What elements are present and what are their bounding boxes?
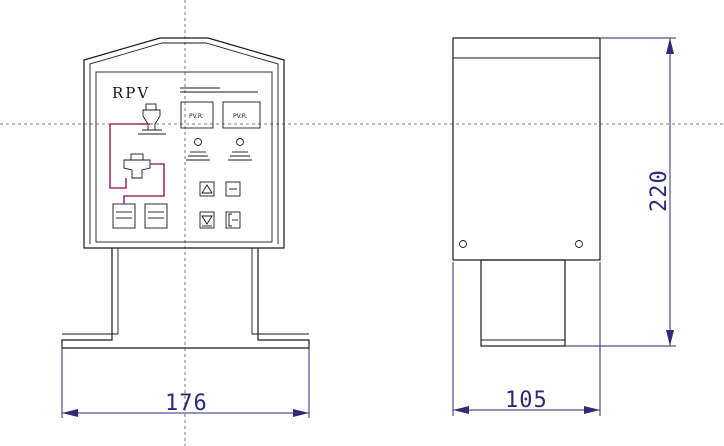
hopper-icon (142, 109, 161, 131)
control-panel (95, 71, 273, 243)
dimension-side-width-text: 105 (505, 388, 548, 413)
panel-label: RPV (112, 84, 150, 102)
tank-icon-1 (112, 203, 136, 229)
side-view (452, 37, 601, 347)
display-2 (222, 101, 261, 129)
process-schematic (109, 103, 168, 229)
stand-base (61, 248, 310, 349)
dimension-side-height: 220 (565, 37, 676, 347)
dimension-front-width-text: 176 (165, 391, 208, 416)
side-housing (452, 37, 601, 261)
housing-outline (83, 37, 285, 249)
dimension-side-width: 105 (452, 262, 601, 416)
indicator-light-2 (236, 138, 244, 146)
display-1 (180, 101, 214, 129)
dimension-side-height-text: 220 (647, 169, 672, 212)
front-view: RPV PV.R. PV.R. (61, 37, 310, 349)
tank-icon-2 (144, 203, 168, 229)
wire-loop (109, 123, 140, 189)
valve-icon (123, 159, 151, 179)
display-1-text: PV.R. (189, 113, 204, 120)
button-enter (225, 211, 241, 229)
button-minus (225, 181, 241, 197)
side-stand (480, 259, 566, 347)
indicator-light-1 (194, 138, 202, 146)
button-down (199, 211, 215, 229)
display-2-text: PV.R. (233, 113, 248, 120)
dimension-front-width: 176 (61, 346, 310, 418)
button-up (199, 181, 215, 197)
